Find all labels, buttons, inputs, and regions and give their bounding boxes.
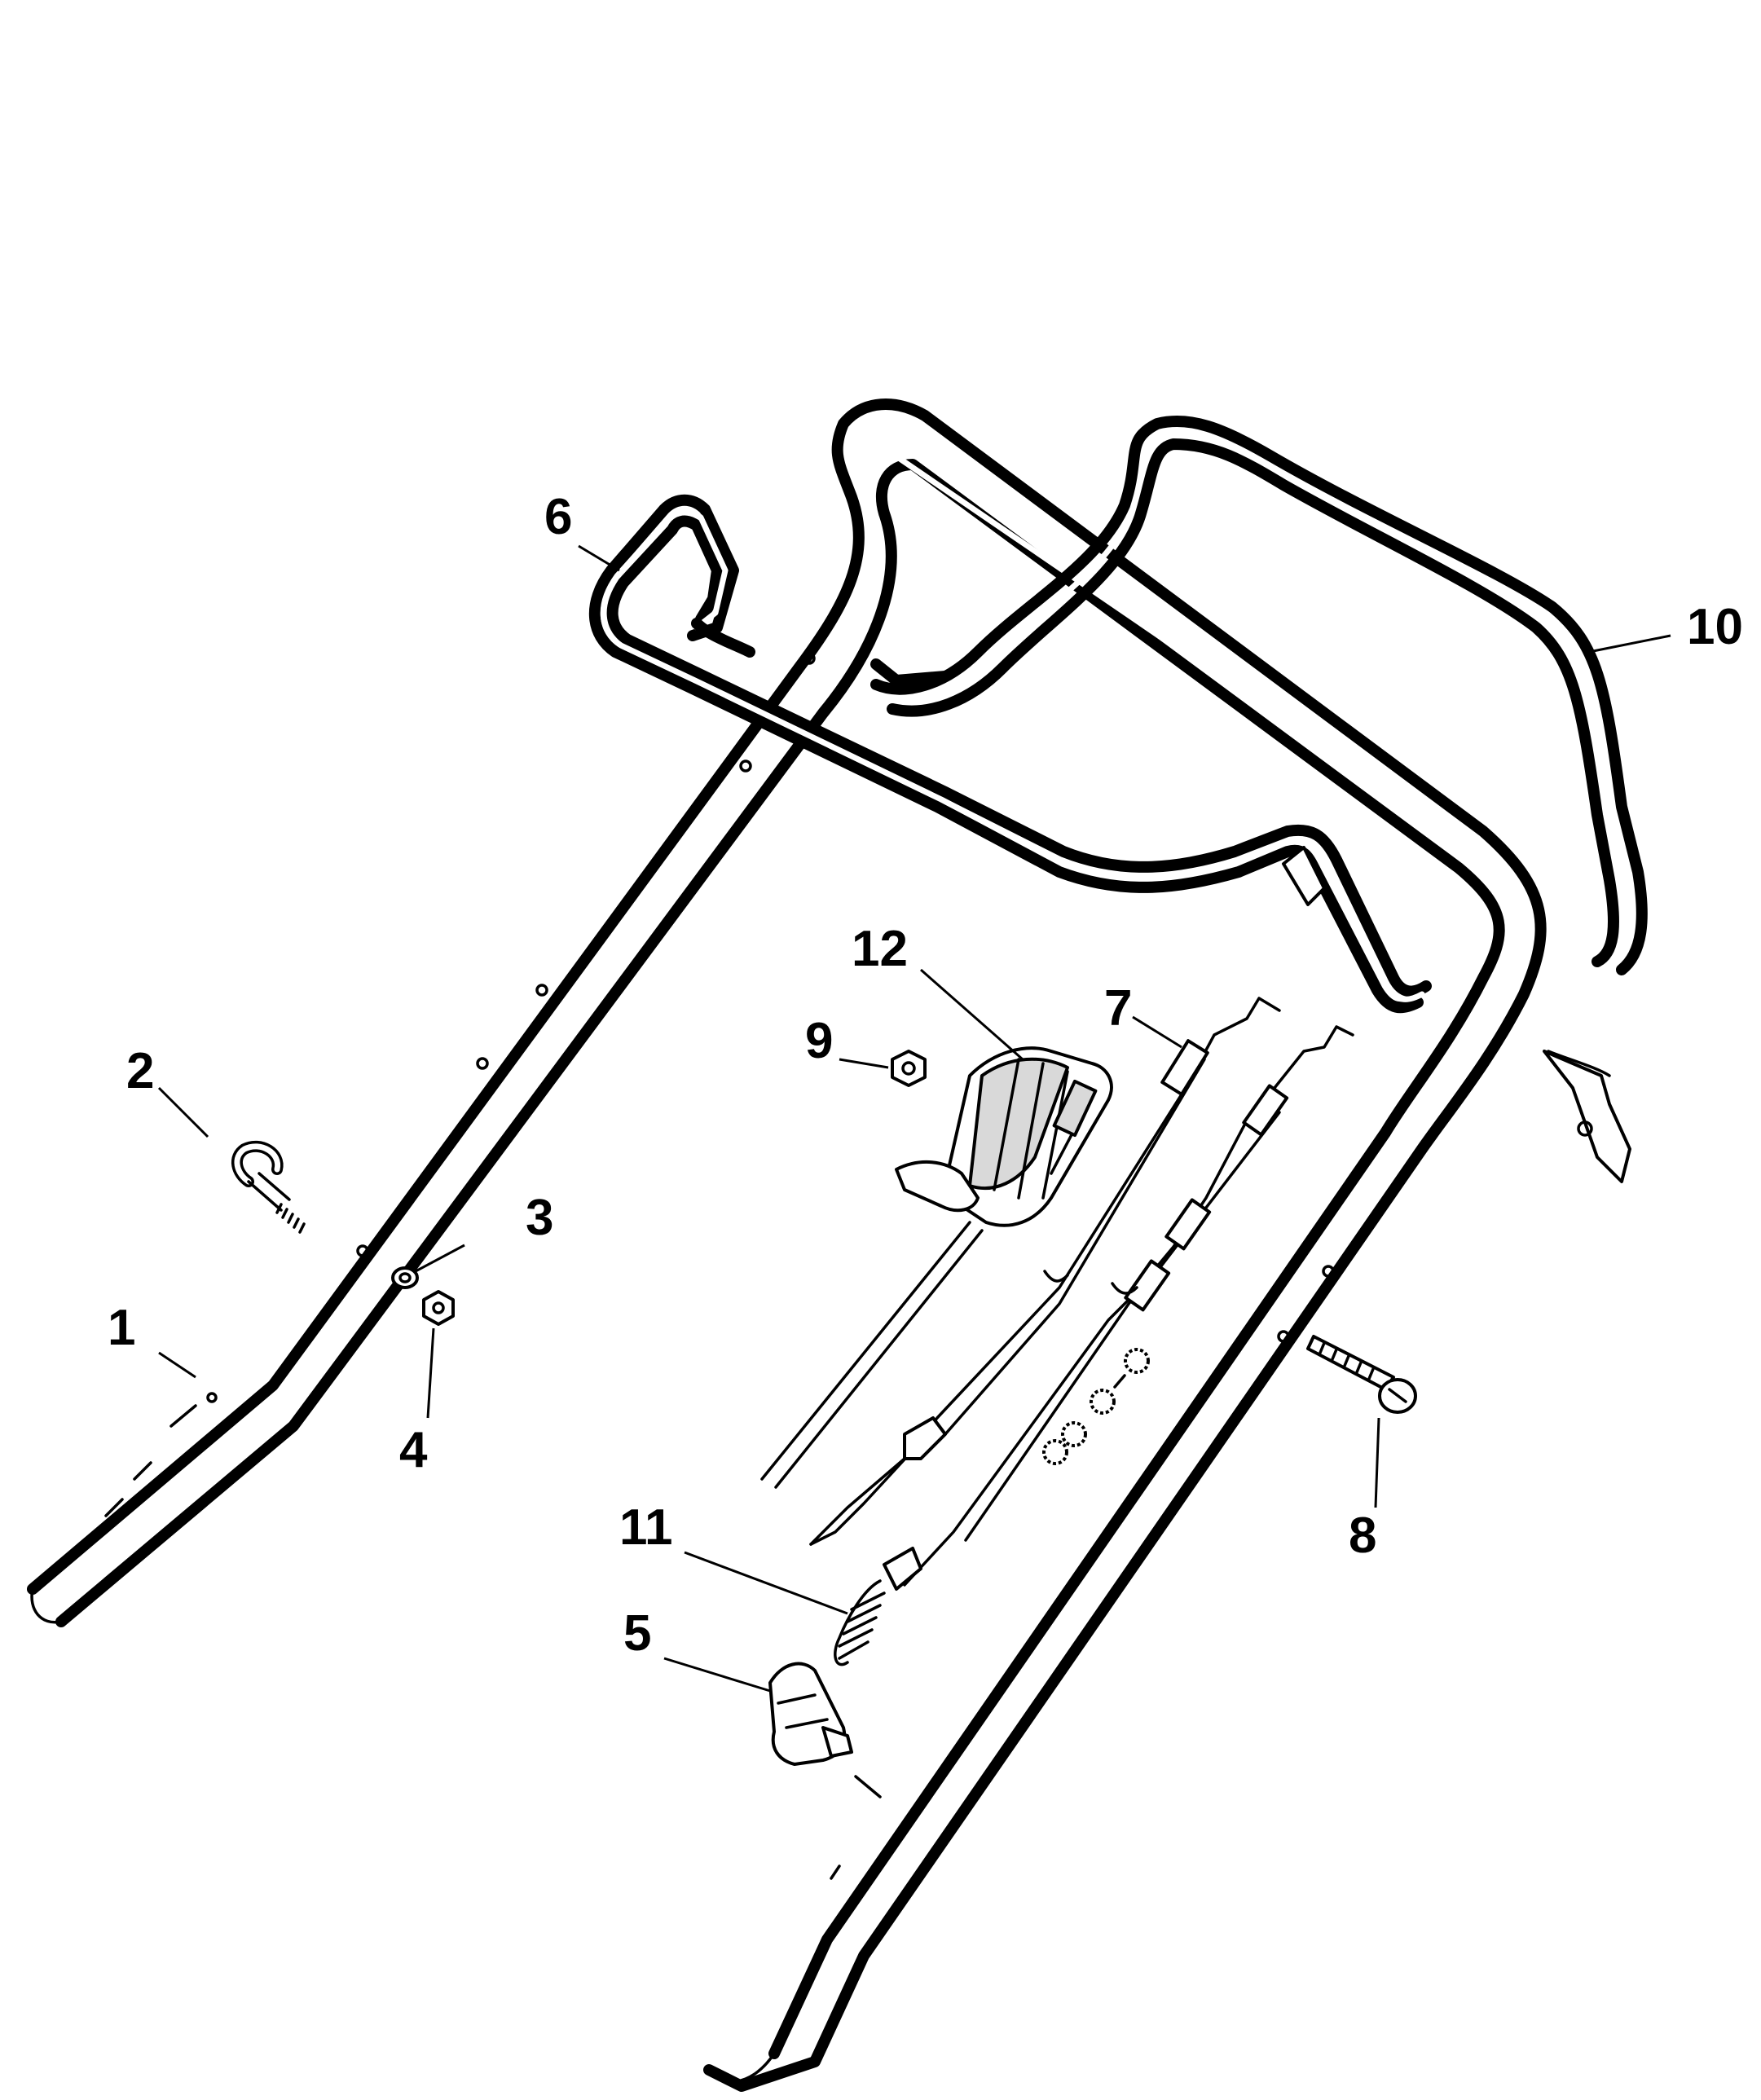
spring-part-11	[834, 1579, 886, 1666]
front-bar	[589, 494, 1432, 1014]
bolt-part-8	[1306, 1335, 1417, 1414]
washer-part-3	[391, 1266, 419, 1289]
bail-bar	[870, 416, 1648, 1183]
main-handle-tube	[27, 398, 1547, 2092]
callout-5: 5	[623, 1605, 651, 1662]
cables	[760, 997, 1354, 1591]
callouts: 1 2 3 4 5 6 7 8 9 10 11 12	[108, 489, 1743, 1662]
callout-2: 2	[126, 1043, 154, 1099]
callout-4: 4	[399, 1422, 428, 1478]
callout-10: 10	[1687, 599, 1743, 655]
leader-lines	[157, 544, 1671, 1693]
star-washers	[1042, 1348, 1150, 1465]
j-bolt-part-2	[231, 1140, 306, 1234]
nut-part-4	[422, 1290, 455, 1326]
clamp-part-5	[768, 1662, 853, 1766]
callout-7: 7	[1104, 980, 1132, 1037]
callout-6: 6	[544, 489, 572, 545]
callout-3: 3	[526, 1190, 553, 1246]
callout-11: 11	[619, 1499, 673, 1556]
callout-12: 12	[852, 921, 908, 977]
nut-part-9	[891, 1050, 927, 1087]
callout-8: 8	[1349, 1508, 1376, 1564]
control-box	[895, 1046, 1113, 1227]
callout-9: 9	[805, 1013, 833, 1069]
callout-1: 1	[108, 1300, 135, 1356]
